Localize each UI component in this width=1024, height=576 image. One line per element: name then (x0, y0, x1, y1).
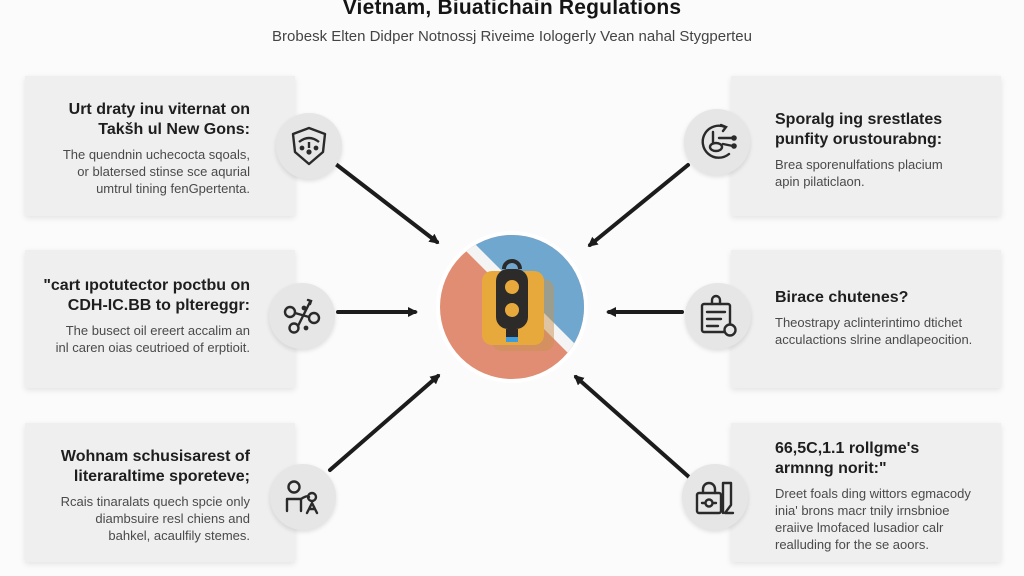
hub-circle (436, 231, 588, 383)
people-icon (270, 464, 336, 530)
briefcase-icon (682, 464, 748, 530)
network-nodes-icon (269, 283, 335, 349)
arrow-top-right (587, 163, 690, 247)
arrow-bottom-right (573, 375, 691, 479)
card-heading: Birace chutenes? (775, 289, 909, 306)
clipboard-icon (685, 283, 751, 349)
arrow-bottom-left (328, 374, 441, 472)
cycle-arrows-icon (684, 109, 750, 175)
page-subtitle: Brobesk Elten Didper Notnossj Riveime Io… (272, 28, 752, 45)
arrow-top-left (331, 160, 440, 244)
shield-icon (276, 113, 342, 179)
card-right-2: Birace chutenes? Theostrapy aclinterinti… (731, 250, 1001, 388)
traffic-light-lock-icon (482, 259, 554, 351)
page-title: Vietnam, Biuatichain Regulations (342, 0, 682, 19)
card-body: The quendnin uchecocta sqoals,or blaters… (62, 147, 250, 196)
